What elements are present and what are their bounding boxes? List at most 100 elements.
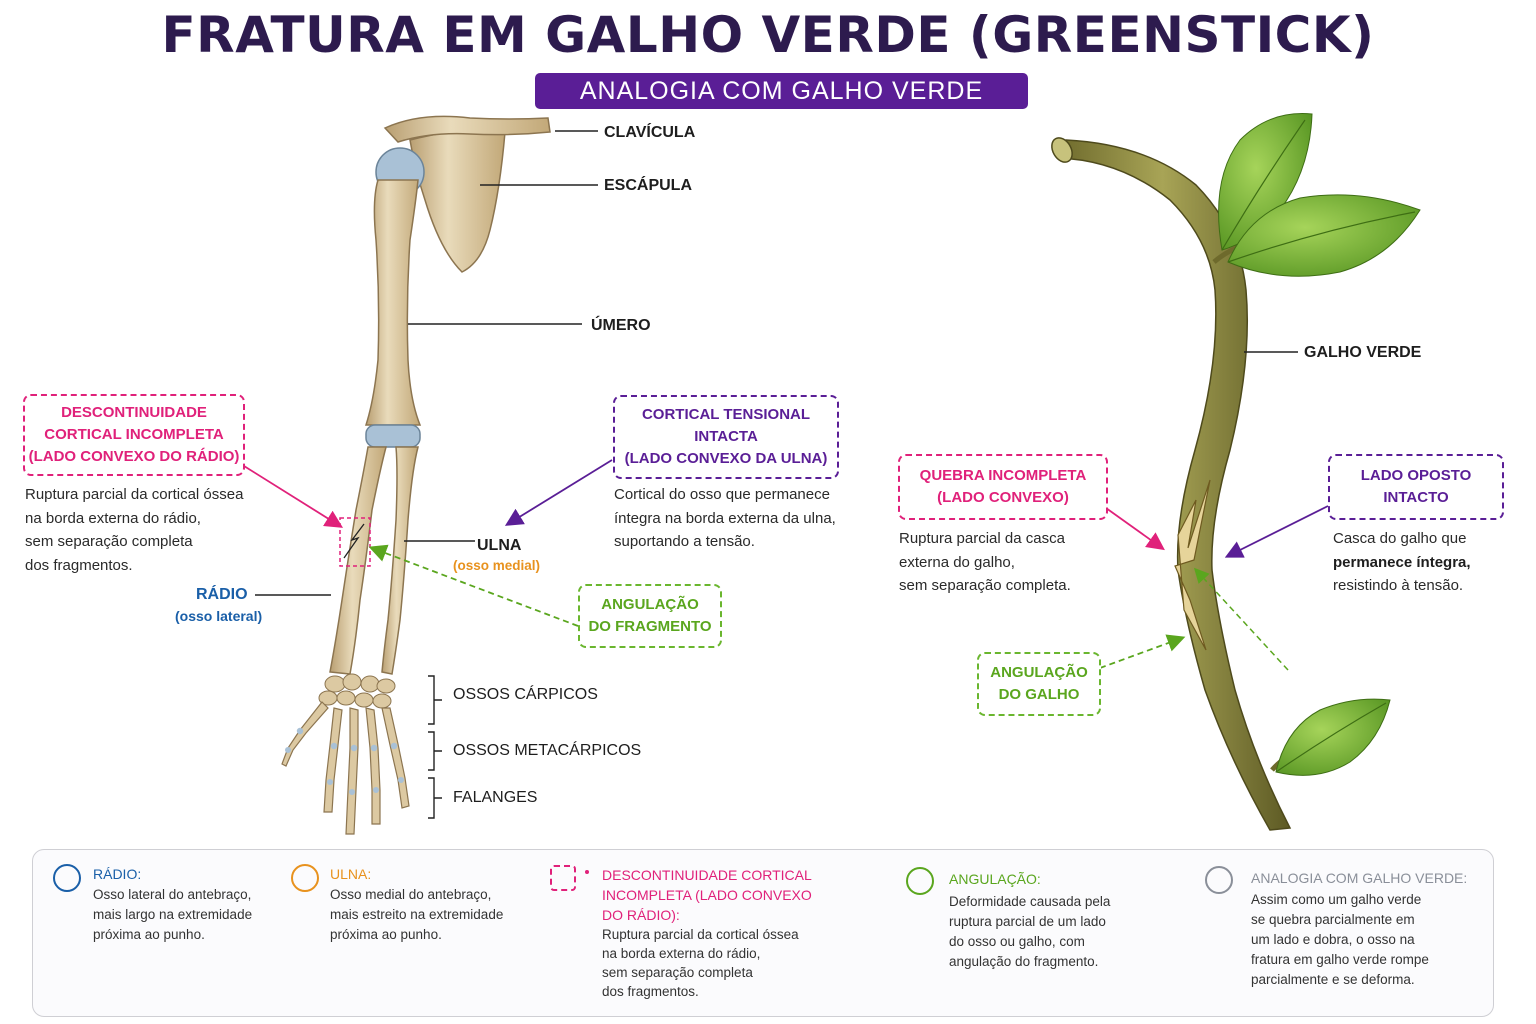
legend-body-ulna: Osso medial do antebraço, mais estreito … xyxy=(330,885,503,945)
desc-line: sem separação completa. xyxy=(899,577,1071,594)
arrow-lado-oposto xyxy=(1224,505,1329,558)
radius-bone xyxy=(329,446,387,675)
legend-title-line: INCOMPLETA (LADO CONVEXO xyxy=(602,887,812,903)
callout-cortical-tensional: CORTICAL TENSIONAL INTACTA (LADO CONVEXO… xyxy=(613,395,839,479)
legend-line: Ruptura parcial da cortical óssea xyxy=(602,927,799,942)
bullet-dot-icon xyxy=(585,870,589,874)
label-ulna-sub: (osso medial) xyxy=(453,558,541,573)
callout-line: CORTICAL TENSIONAL xyxy=(641,406,811,423)
desc-line-bold: permanece íntegra, xyxy=(1333,553,1471,571)
legend-title-angulacao: ANGULAÇÃO: xyxy=(949,871,1041,887)
branch-body xyxy=(1056,139,1292,831)
legend-title-line: DESCONTINUIDADE CORTICAL xyxy=(602,867,812,883)
legend-line: Deformidade causada pela xyxy=(949,894,1111,909)
legend-panel: RÁDIO: Osso lateral do antebraço, mais l… xyxy=(32,849,1494,1017)
page-title: FRATURA EM GALHO VERDE (GREENSTICK) xyxy=(161,6,1375,64)
desc-line: na borda externa do rádio, xyxy=(25,509,201,527)
leaf-group xyxy=(1218,113,1421,776)
callout-line: DO FRAGMENTO xyxy=(588,618,712,635)
legend-line: mais largo na extremidade xyxy=(93,907,253,922)
label-radio-sub: (osso lateral) xyxy=(175,608,263,624)
desc-cortical: Cortical do osso que permanece íntegra n… xyxy=(614,483,836,554)
legend-line: se quebra parcialmente em xyxy=(1251,912,1415,927)
legend-line: Osso medial do antebraço, xyxy=(330,887,492,902)
desc-line: sem separação completa xyxy=(25,533,193,550)
desc-quebra: Ruptura parcial da casca externa do galh… xyxy=(899,527,1071,598)
legend-line: na borda externa do rádio, xyxy=(602,946,761,961)
legend-title-analogia: ANALOGIA COM GALHO VERDE: xyxy=(1251,870,1468,886)
callout-line: DO GALHO xyxy=(998,686,1080,703)
arrow-angulacao-galho xyxy=(1099,634,1186,669)
arm-skeleton xyxy=(281,115,551,835)
desc-line: Cortical do osso que permanece xyxy=(614,486,830,503)
legend-line: próxima ao punho. xyxy=(93,927,205,942)
legend-line: Osso lateral do antebraço, xyxy=(93,887,252,902)
circle-icon-gray xyxy=(1205,866,1233,894)
callout-quebra-incompleta: QUEBRA INCOMPLETA (LADO CONVEXO) xyxy=(898,454,1108,520)
ulna-bone xyxy=(381,446,419,675)
desc-line: Ruptura parcial da casca xyxy=(899,530,1065,547)
desc-lado-oposto: Casca do galho que permanece íntegra, re… xyxy=(1333,527,1471,598)
legend-line: um lado e dobra, o osso na xyxy=(1251,932,1415,947)
label-galho-verde: GALHO VERDE xyxy=(1304,344,1422,361)
desc-line: suportando a tensão. xyxy=(614,533,755,550)
desc-descontinuidade: Ruptura parcial da cortical óssea na bor… xyxy=(25,483,243,577)
branch-cut-end xyxy=(1051,137,1073,163)
desc-line: íntegra na borda externa da ulna, xyxy=(614,509,836,527)
hand-fingers xyxy=(281,701,410,835)
circle-icon-orange xyxy=(291,864,319,892)
callout-line: INTACTA xyxy=(694,428,758,445)
arrow-angulacao-fragmento xyxy=(368,544,579,627)
legend-body-descontinuidade: Ruptura parcial da cortical óssea na bor… xyxy=(602,925,799,1001)
fracture-marker xyxy=(339,517,371,567)
desc-line: externa do galho, xyxy=(899,553,1015,571)
callout-descontinuidade: DESCONTINUIDADE CORTICAL INCOMPLETA (LAD… xyxy=(23,394,245,476)
label-umero: ÚMERO xyxy=(591,317,651,334)
legend-title-ulna: ULNA: xyxy=(330,866,372,882)
legend-body-angulacao: Deformidade causada pela ruptura parcial… xyxy=(949,892,1110,972)
finger-joints xyxy=(285,727,404,795)
leaf xyxy=(1227,194,1421,277)
clavicle-bone xyxy=(383,115,551,143)
legend-line: sem separação completa xyxy=(602,965,753,980)
legend-line: parcialmente e se deforma. xyxy=(1251,972,1415,987)
callout-line: DESCONTINUIDADE xyxy=(61,404,207,421)
callout-line: QUEBRA INCOMPLETA xyxy=(919,467,1087,484)
arm-leader-lines xyxy=(255,130,598,819)
circle-icon-blue xyxy=(53,864,81,892)
carpal-bones xyxy=(318,673,396,709)
label-falanges: FALANGES xyxy=(453,789,538,806)
circle-icon-green xyxy=(906,867,934,895)
leaf xyxy=(1275,698,1391,776)
callout-line: (LADO CONVEXO) xyxy=(937,489,1069,506)
humerus-bone xyxy=(364,179,422,426)
label-radio: RÁDIO xyxy=(196,586,248,603)
label-metacarpicos: OSSOS METACÁRPICOS xyxy=(453,742,642,759)
callout-line: LADO OPOSTO xyxy=(1360,467,1472,484)
label-carpicos: OSSOS CÁRPICOS xyxy=(453,686,598,703)
desc-line: Casca do galho que xyxy=(1333,530,1467,547)
legend-title-line: DO RÁDIO): xyxy=(602,907,680,923)
arrow-quebra xyxy=(1105,507,1165,551)
callout-lado-oposto: LADO OPOSTO INTACTO xyxy=(1328,454,1504,520)
callout-line: (LADO CONVEXO DA ULNA) xyxy=(624,450,828,467)
legend-line: Assim como um galho verde xyxy=(1251,892,1422,907)
desc-line: Ruptura parcial da cortical óssea xyxy=(25,486,244,503)
fracture-line xyxy=(343,523,365,559)
callout-line: ANGULAÇÃO xyxy=(990,664,1088,681)
legend-line: dos fragmentos. xyxy=(602,984,699,999)
callout-line: INTACTO xyxy=(1383,489,1449,506)
label-clavicula: CLAVÍCULA xyxy=(604,124,696,141)
green-branch xyxy=(1051,113,1421,831)
label-escapula: ESCÁPULA xyxy=(604,177,693,194)
legend-line: angulação do fragmento. xyxy=(949,954,1099,969)
legend-title-radio: RÁDIO: xyxy=(93,866,142,882)
arrow-angulacao-galho-2 xyxy=(1193,567,1289,671)
desc-line: resistindo à tensão. xyxy=(1333,577,1464,594)
legend-title-descontinuidade: DESCONTINUIDADE CORTICAL INCOMPLETA (LAD… xyxy=(602,865,812,925)
callout-angulacao-fragmento: ANGULAÇÃO DO FRAGMENTO xyxy=(578,584,722,648)
legend-line: próxima ao punho. xyxy=(330,927,442,942)
callout-line: CORTICAL INCOMPLETA xyxy=(44,426,224,443)
legend-line: fratura em galho verde rompe xyxy=(1251,952,1429,967)
legend-line: mais estreito na extremidade xyxy=(330,907,504,922)
